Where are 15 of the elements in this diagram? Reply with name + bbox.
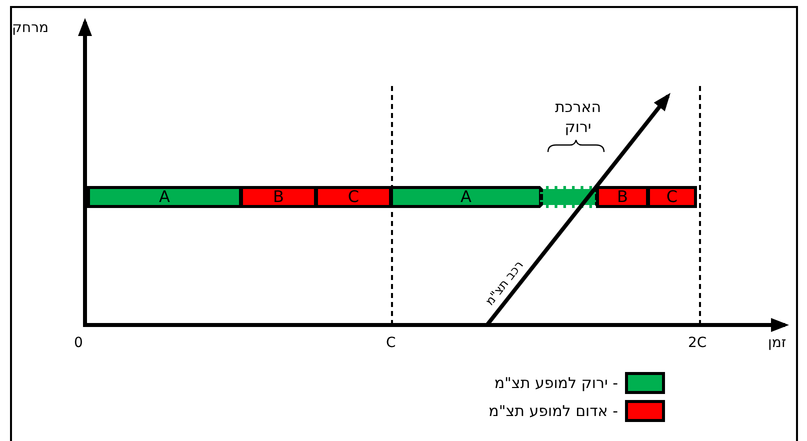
line-label: רכב תצ"מ	[482, 257, 527, 309]
signal-phase-bar: A	[87, 186, 242, 208]
axis-label: זמן	[768, 335, 786, 351]
tick-label: 2C	[688, 335, 707, 351]
tick-label: C	[386, 335, 396, 351]
signal-phase-bar: B	[596, 186, 649, 208]
legend-label: - אדום למופע תצ"מ	[488, 403, 618, 419]
signal-phase-bar: C	[647, 186, 697, 208]
signal-phase-bar: B	[240, 186, 317, 208]
annotation-text: הארכת ירוק	[554, 97, 602, 137]
legend-label: - ירוק למופע תצ"מ	[494, 375, 618, 391]
axis-label: מרחק	[12, 20, 48, 36]
signal-phase-bar: C	[315, 186, 392, 208]
tick-label: 0	[74, 335, 83, 351]
signal-phase-bar: A	[390, 186, 542, 208]
